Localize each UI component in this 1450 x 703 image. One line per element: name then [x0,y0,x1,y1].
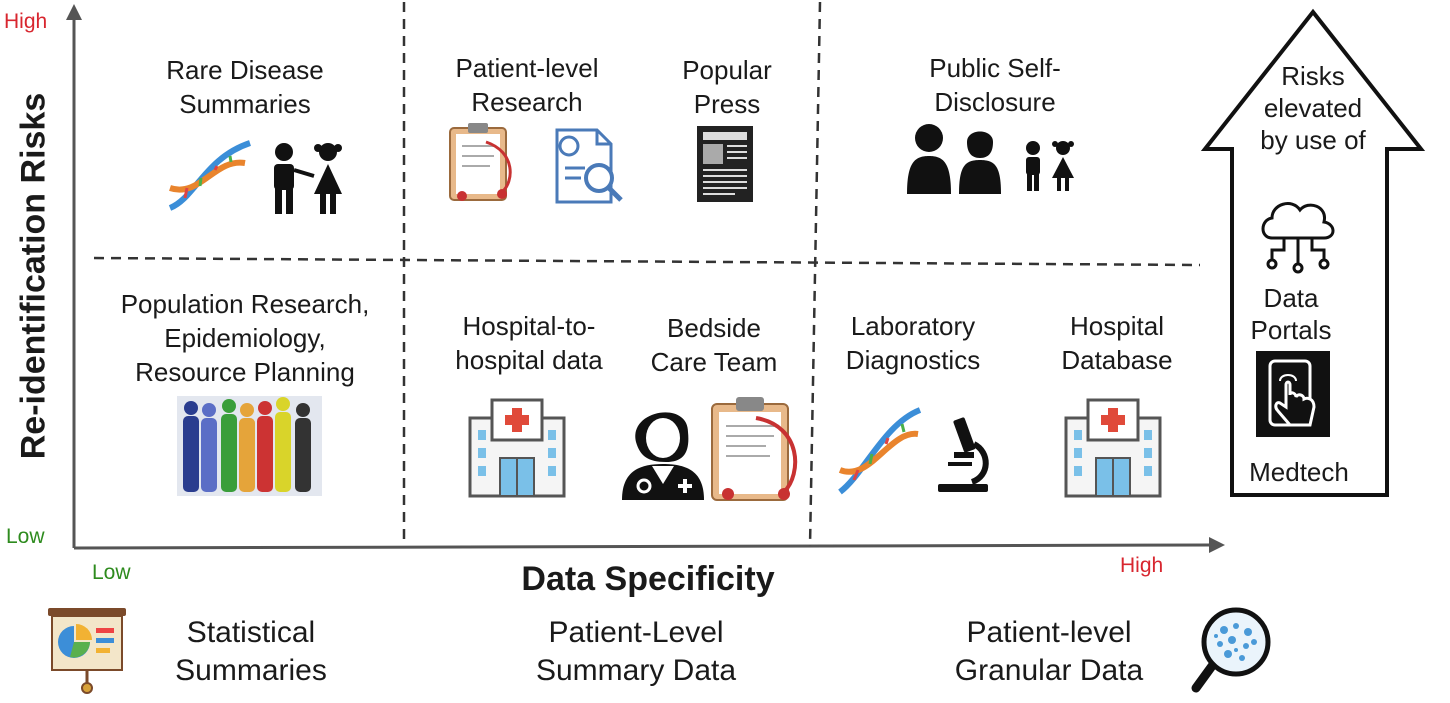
doctor-icon [622,412,704,500]
dna-icon [168,140,252,211]
clipboard-icon [711,397,798,501]
cloud-network-icon [1261,202,1335,274]
children-icon [274,143,342,214]
data-portals-label: Data Portals [1250,283,1332,345]
hospital-icon [1064,398,1162,498]
patient-level-granular-label: Patient-level Granular Data [954,616,1144,687]
dna-icon [838,407,922,495]
magnifier-icon [1191,607,1271,693]
hospital-icon [468,398,566,498]
y-axis-title: Re-identification Risks [14,92,53,460]
popular-press-label: Popular Press [682,55,772,119]
public-self-disclosure-label: Public Self- Disclosure [929,53,1061,117]
laboratory-diagnostics-label: Laboratory Diagnostics [845,311,981,375]
divider-horizontal [93,256,1201,267]
newspaper-icon [697,126,753,202]
x-axis-arrowhead [1209,537,1225,553]
y-axis-arrowhead [66,4,82,20]
y-low-label: Low [6,525,45,548]
hospital-to-hospital-label: Hospital-to- hospital data [455,311,603,375]
hospital-database-label: Hospital Database [1061,311,1173,375]
microscope-icon [938,417,989,492]
document-search-icon [555,128,623,204]
x-axis-line [73,543,1213,550]
touch-device-icon [1256,351,1330,437]
rare-disease-label: Rare Disease Summaries [166,55,324,119]
patient-level-summary-label: Patient-Level Summary Data [535,616,737,687]
x-high-label: High [1120,554,1164,577]
people-icon [907,124,1074,194]
medtech-label: Medtech [1249,457,1349,487]
clipboard-icon [449,123,512,201]
patient-level-research-label: Patient-level Research [455,53,599,117]
crowd-icon [177,396,322,496]
divider-vertical-2 [808,1,822,547]
x-axis-title: Data Specificity [521,560,775,598]
risk-arrow-text: Risks elevated by use of [1260,61,1366,155]
y-high-label: High [4,10,48,33]
presentation-chart-icon [48,608,126,694]
population-research-label: Population Research, Epidemiology, Resou… [120,289,370,387]
bedside-care-team-label: Bedside Care Team [650,313,778,377]
x-low-label: Low [92,561,131,584]
statistical-summaries-label: Statistical Summaries [175,616,327,687]
